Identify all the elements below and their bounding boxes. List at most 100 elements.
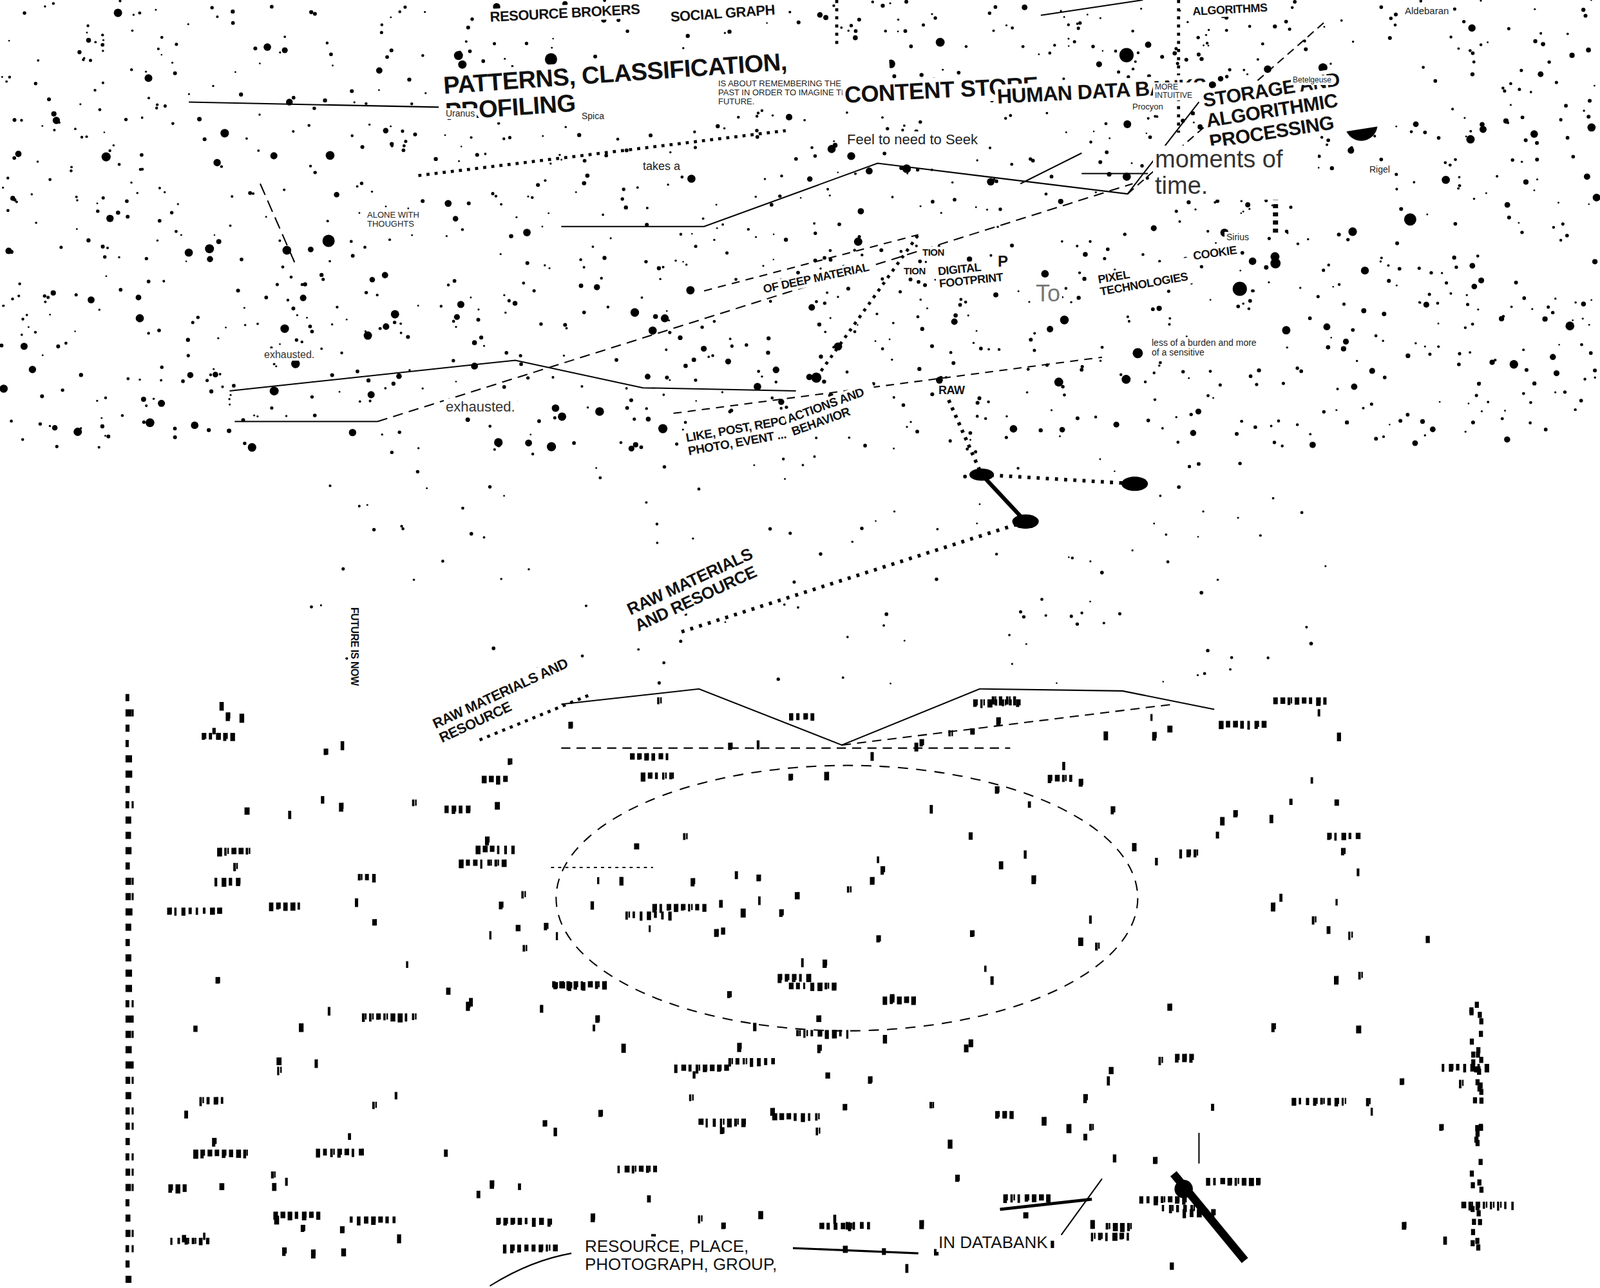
glitch-mark — [1158, 1057, 1162, 1066]
speckle — [859, 526, 864, 531]
speckle — [396, 373, 402, 380]
glitch-mark — [695, 1064, 699, 1074]
speckle — [1476, 381, 1481, 386]
speckle — [1218, 383, 1222, 387]
glitch-mark — [817, 982, 823, 992]
speckle — [682, 47, 685, 49]
speckle — [1373, 436, 1378, 441]
glitch-mark — [1280, 697, 1286, 705]
speckle — [154, 9, 157, 11]
speckle — [921, 23, 925, 27]
speckle — [0, 343, 4, 348]
speckle — [278, 343, 281, 346]
speckle — [1286, 231, 1289, 234]
speckle — [919, 298, 922, 301]
speckle — [577, 132, 581, 137]
speckle — [173, 427, 178, 431]
speckle — [417, 304, 420, 307]
speckle — [76, 228, 78, 230]
glitch-mark — [1057, 774, 1059, 782]
speckle — [766, 336, 771, 341]
speckle — [56, 344, 60, 349]
speckle — [856, 323, 859, 326]
glitch-mark — [820, 1044, 822, 1052]
glitch-mark — [598, 1015, 600, 1023]
speckle — [244, 323, 247, 326]
speckle — [525, 261, 530, 266]
glitch-mark — [465, 805, 471, 814]
speckle — [15, 150, 22, 158]
glitch-mark — [298, 1023, 304, 1032]
glitch-mark — [592, 1024, 596, 1032]
speckle — [1299, 369, 1304, 374]
glitch-mark — [1319, 697, 1321, 705]
speckle — [95, 209, 100, 213]
speckle — [682, 260, 685, 263]
speckle — [783, 477, 786, 480]
speckle — [552, 404, 560, 413]
speckle — [229, 394, 232, 397]
speckle — [1393, 23, 1398, 27]
speckle — [854, 172, 857, 176]
speckle — [236, 288, 241, 293]
glitch-mark — [1161, 1057, 1163, 1064]
speckle — [173, 435, 178, 440]
glitch-mark — [337, 1149, 341, 1159]
speckle — [888, 338, 891, 341]
speckle — [769, 202, 774, 207]
speckle — [1093, 130, 1096, 133]
speckle — [104, 434, 107, 437]
glitch-mark — [617, 1165, 621, 1174]
glitch-mark — [727, 991, 731, 999]
glitch-mark — [125, 984, 133, 992]
speckle — [1379, 260, 1382, 263]
glitch-mark — [235, 877, 241, 887]
speckle — [975, 330, 978, 333]
glitch-mark — [131, 1076, 134, 1085]
speckle — [1419, 301, 1421, 304]
speckle — [1443, 161, 1447, 165]
speckle — [953, 313, 958, 319]
speckle — [715, 203, 718, 206]
glitch-mark — [125, 908, 133, 916]
speckle — [461, 228, 464, 231]
glitch-mark — [1370, 1107, 1373, 1116]
speckle — [360, 181, 364, 185]
speckle — [75, 195, 78, 199]
speckle — [307, 246, 314, 253]
glitch-mark — [649, 1165, 651, 1173]
glitch-mark — [1254, 720, 1258, 730]
speckle — [1306, 238, 1309, 241]
speckle — [174, 42, 178, 46]
glitch-mark — [524, 891, 526, 898]
speckle — [1457, 187, 1460, 191]
glitch-mark — [1442, 1123, 1444, 1131]
speckle — [9, 249, 14, 254]
speckle — [975, 401, 980, 406]
speckle — [595, 466, 598, 469]
speckle — [977, 396, 981, 400]
glitch-mark — [646, 1165, 650, 1173]
speckle — [1050, 409, 1053, 411]
speckle — [499, 577, 502, 580]
speckle — [421, 54, 424, 57]
glitch-mark — [394, 1092, 398, 1101]
glitch-mark — [1344, 848, 1346, 855]
glitch-mark — [809, 973, 811, 981]
speckle — [157, 219, 162, 223]
speckle — [1248, 374, 1253, 379]
speckle — [772, 233, 775, 236]
speckle — [967, 314, 970, 317]
glitch-mark — [542, 1218, 544, 1225]
speckle — [1424, 345, 1427, 348]
glitch-mark — [465, 1001, 470, 1011]
glitch-mark — [1105, 1223, 1109, 1230]
speckle — [846, 635, 849, 639]
speckle — [163, 104, 167, 108]
speckle — [494, 438, 503, 447]
glitch-mark — [666, 753, 669, 761]
speckle — [187, 372, 194, 379]
speckle — [997, 347, 1001, 351]
speckle — [770, 396, 774, 400]
glitch-mark — [1308, 697, 1313, 705]
